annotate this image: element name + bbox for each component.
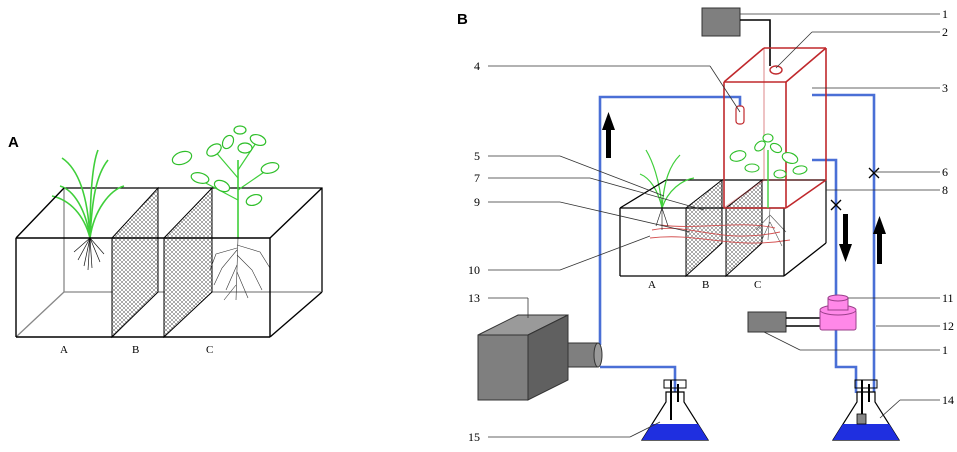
chamber-sensor-port <box>769 65 783 75</box>
panel-a-tree-seedling <box>171 125 280 238</box>
panel-a-label-c: C <box>206 344 213 356</box>
callout-13: 13 <box>468 291 480 305</box>
callout-1-top: 1 <box>942 7 948 21</box>
panel-b-label-a: A <box>648 279 656 291</box>
panel-a-letter: A <box>8 134 19 151</box>
panel-a-box-front <box>15 187 323 338</box>
sensor-device-top <box>701 7 771 66</box>
callout-10: 10 <box>468 263 480 277</box>
chamber-tree-seedling <box>729 133 808 208</box>
sensor-device-lower <box>747 311 820 333</box>
callout-6: 6 <box>942 165 948 179</box>
air-inlet-valve <box>735 105 745 125</box>
clamp-marks <box>830 167 880 211</box>
leader-lines <box>488 13 940 438</box>
callout-15: 15 <box>468 430 480 444</box>
shoot-chamber <box>723 47 827 209</box>
gas-flow-meter <box>819 294 857 331</box>
callout-8: 8 <box>942 183 948 197</box>
panel-b: B <box>457 7 954 444</box>
callout-4: 4 <box>474 59 480 73</box>
callout-9: 9 <box>474 195 480 209</box>
panel-a-label-b: B <box>132 344 139 356</box>
panel-a-tree-roots <box>209 237 271 301</box>
callout-labels: 1 2 3 4 5 6 7 8 9 10 11 12 1 13 14 15 <box>468 7 954 444</box>
panel-a-rice-plant <box>51 149 125 239</box>
panel-a-label-a: A <box>60 344 68 356</box>
callout-11: 11 <box>942 291 954 305</box>
panel-b-label-c: C <box>754 279 761 291</box>
flow-arrows <box>602 112 886 264</box>
panel-b-label-b: B <box>702 279 709 291</box>
panel-a-rice-roots <box>73 237 105 271</box>
callout-12: 12 <box>942 319 954 333</box>
hyphal-network <box>649 224 791 244</box>
panel-b-letter: B <box>457 11 468 28</box>
panel-a-mesh-partitions <box>111 186 213 339</box>
panel-a: A <box>8 125 323 356</box>
callout-7: 7 <box>474 171 480 185</box>
callout-3: 3 <box>942 81 948 95</box>
air-pump <box>477 314 603 401</box>
callout-2: 2 <box>942 25 948 39</box>
flask-right <box>831 379 901 441</box>
callout-5: 5 <box>474 149 480 163</box>
callout-14: 14 <box>942 393 954 407</box>
flask-left <box>640 379 710 441</box>
callout-1-lower: 1 <box>942 343 948 357</box>
